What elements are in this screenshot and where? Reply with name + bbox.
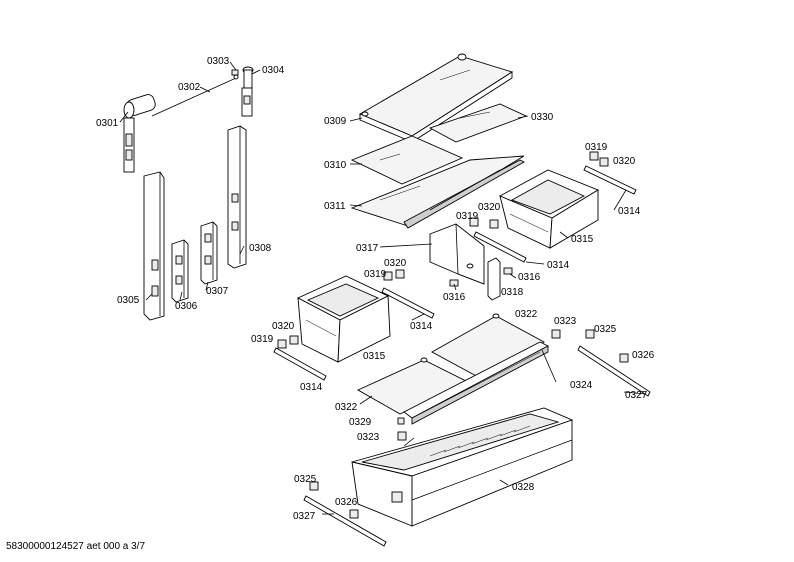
slide-rail-0314-c: [381, 287, 435, 319]
drawer-ribs: [429, 425, 531, 457]
label-0316-b: 0316: [443, 292, 466, 303]
part-0316-b: [449, 279, 459, 287]
lamp-assembly-0301: [123, 94, 156, 173]
label-0322-b: 0322: [335, 402, 358, 413]
glass-shelf-0309: [358, 53, 514, 143]
clip-0319-a: [589, 151, 599, 161]
leader-lines: [119, 61, 647, 515]
label-0315-b: 0315: [363, 351, 386, 362]
clip-0319-c: [383, 271, 393, 281]
rail-0305: [143, 171, 165, 321]
clip-0323-a: [551, 329, 561, 339]
divider-0317: [429, 223, 485, 285]
label-0317: 0317: [356, 243, 379, 254]
label-0310: 0310: [324, 160, 347, 171]
part-0316-a: [503, 267, 513, 275]
drawer-0328: [351, 407, 574, 527]
post-0318: [487, 257, 501, 301]
label-0314-d: 0314: [300, 382, 323, 393]
label-0325-a: 0325: [594, 324, 617, 335]
clip-0325-b: [309, 481, 319, 491]
slide-rail-0314-a: [583, 165, 637, 195]
label-0319-a: 0319: [585, 142, 608, 153]
label-0314-b: 0314: [547, 260, 570, 271]
glass-cover-0322-left: [357, 357, 470, 415]
label-0319-b: 0319: [456, 211, 479, 222]
label-0327-a: 0327: [625, 390, 648, 401]
rail-0308: [227, 125, 247, 269]
clip-0320-d: [289, 335, 299, 345]
label-0304: 0304: [262, 65, 285, 76]
clip-0325-a: [585, 329, 595, 339]
label-0305: 0305: [117, 295, 140, 306]
clip-0320-c: [395, 269, 405, 279]
label-0324: 0324: [570, 380, 593, 391]
label-0320-b: 0320: [478, 202, 501, 213]
label-0327-b: 0327: [293, 511, 316, 522]
label-0323-a: 0323: [554, 316, 577, 327]
label-0314-c: 0314: [410, 321, 433, 332]
clip-0319-d: [277, 339, 287, 349]
label-0328: 0328: [512, 482, 535, 493]
label-0319-d: 0319: [251, 334, 274, 345]
glass-shelf-0310: [350, 135, 464, 185]
label-0326-a: 0326: [632, 350, 655, 361]
label-0303: 0303: [207, 56, 230, 67]
holder-0304: [241, 66, 254, 117]
clip-0320-b: [489, 219, 499, 229]
document-id-footer: 58300000124527 aet 000 a 3/7: [6, 541, 146, 552]
label-0301: 0301: [96, 118, 119, 129]
clip-0319-b: [469, 217, 479, 227]
rail-0307: [200, 221, 218, 285]
label-0302: 0302: [178, 82, 201, 93]
label-0306: 0306: [175, 301, 198, 312]
label-0323-b: 0323: [357, 432, 380, 443]
clip-0329: [397, 417, 405, 425]
clip-0326-b: [349, 509, 359, 519]
slide-rail-0327-b: [303, 495, 387, 547]
slide-rail-0314-d: [273, 347, 327, 381]
clip-0320-a: [599, 157, 609, 167]
label-0330: 0330: [531, 112, 554, 123]
label-0325-b: 0325: [294, 474, 317, 485]
part-labels: 0301 0302 0303 0304 0305 0306 0307 0308 …: [96, 56, 655, 522]
label-0320-a: 0320: [613, 156, 636, 167]
clip-0326-a: [619, 353, 629, 363]
label-0315-a: 0315: [571, 234, 594, 245]
clip-0303: [231, 69, 239, 76]
label-0311: 0311: [324, 201, 346, 212]
label-0309: 0309: [324, 116, 347, 127]
rail-0306: [171, 239, 189, 303]
clip-0323-b: [397, 431, 407, 441]
label-0314-a: 0314: [618, 206, 641, 217]
label-0329: 0329: [349, 417, 372, 428]
label-0307: 0307: [206, 286, 229, 297]
label-0320-c: 0320: [384, 258, 407, 269]
label-0320-d: 0320: [272, 321, 295, 332]
crisper-drawer-0315-lower: [296, 275, 391, 363]
label-0316-a: 0316: [518, 272, 541, 283]
label-0319-c: 0319: [364, 269, 387, 280]
frame-rail-0324: [403, 341, 549, 425]
label-0318: 0318: [501, 287, 524, 298]
slide-rail-0327-a: [577, 345, 651, 397]
label-0322-a: 0322: [515, 309, 538, 320]
shelf-frame-0311: [350, 155, 525, 229]
label-0308: 0308: [249, 243, 272, 254]
slide-rail-0314-b: [473, 231, 527, 263]
glass-cover-0322-right: [431, 313, 545, 379]
label-0326-b: 0326: [335, 497, 358, 508]
